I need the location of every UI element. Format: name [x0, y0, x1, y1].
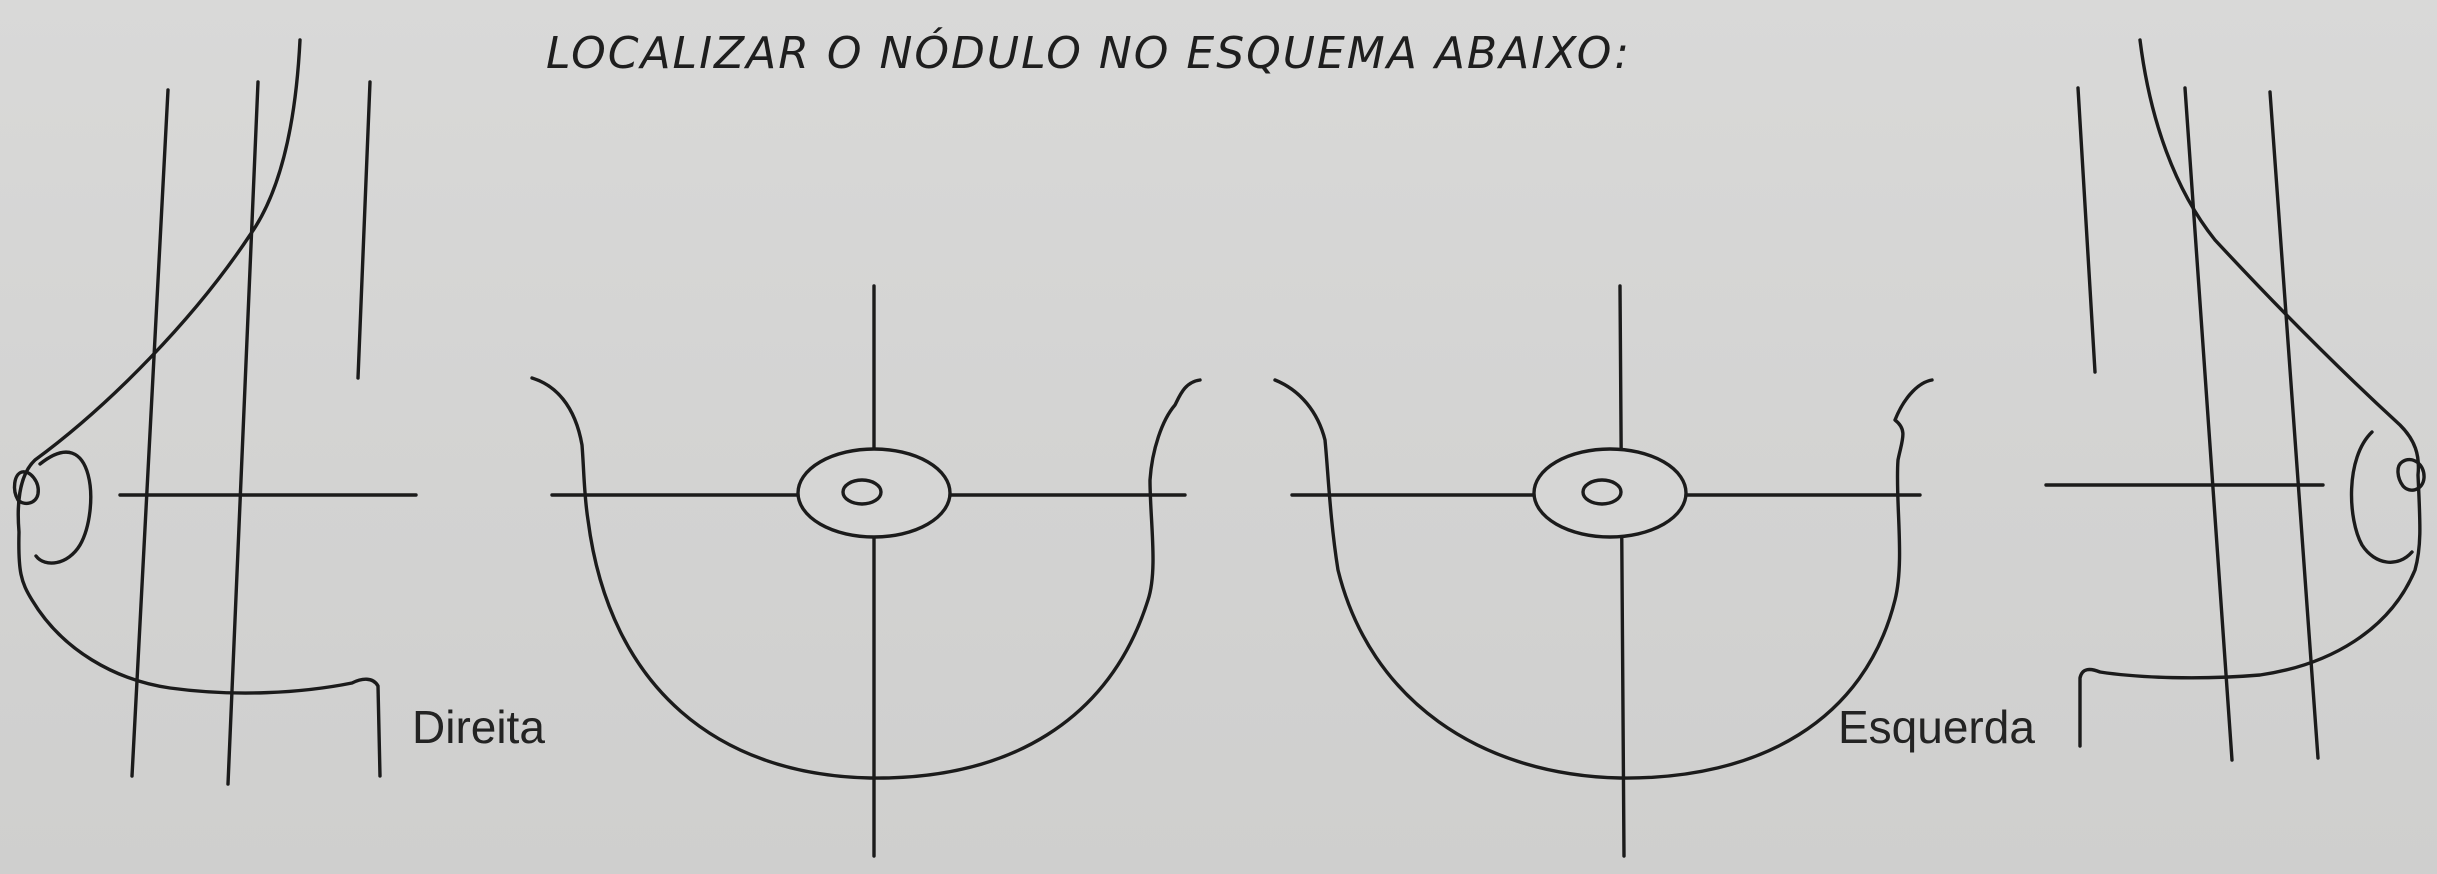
- right-frontal-breast-outline: [530, 376, 1202, 780]
- right-lateral-grid-line-2: [226, 80, 260, 786]
- left-breast-lateral-view: [2044, 38, 2426, 762]
- right-breast-lateral-view: [12, 38, 418, 786]
- right-lateral-grid-line-1: [130, 88, 170, 778]
- left-lateral-grid-line-3: [2268, 90, 2320, 760]
- right-lateral-body-outline: [16, 38, 382, 778]
- left-lateral-body-outline: [2078, 38, 2422, 748]
- left-areola-arc: [2349, 430, 2414, 564]
- right-side-label: Direita: [412, 701, 545, 753]
- left-nipple-frontal: [1581, 478, 1623, 506]
- left-lateral-grid-line-1: [2076, 86, 2097, 374]
- left-frontal-breast-outline: [1273, 378, 1934, 780]
- page-title: LOCALIZAR O NÓDULO NO ESQUEMA ABAIXO:: [545, 28, 1632, 79]
- left-nipple: [2396, 457, 2426, 492]
- left-breast-frontal-view: [1273, 284, 1934, 858]
- left-lateral-grid-line-2: [2183, 86, 2234, 762]
- right-breast-frontal-view: [530, 284, 1202, 858]
- right-nipple-frontal: [841, 478, 883, 506]
- left-side-label: Esquerda: [1838, 701, 2035, 753]
- right-nipple: [12, 470, 40, 506]
- right-lateral-grid-line-3: [356, 80, 372, 380]
- right-areola-arc: [34, 450, 93, 565]
- left-frontal-vertical-axis: [1618, 284, 1626, 858]
